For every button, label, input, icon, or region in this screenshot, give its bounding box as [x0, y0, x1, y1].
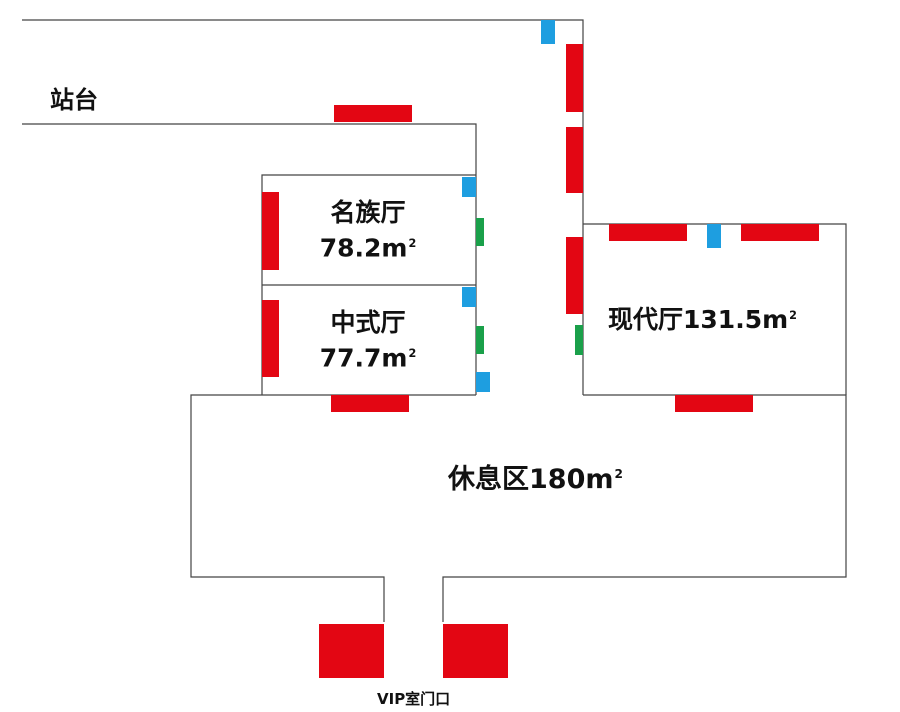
room-xiuxi-area-unit: m: [585, 464, 614, 495]
platform-label: 站台: [50, 86, 98, 114]
room-zhongshi-area-value: 77.7: [319, 343, 382, 373]
room-mingzu-area-unit: m: [381, 233, 408, 263]
door-modern-door-marker-icon: [707, 224, 721, 248]
seat-zhongshi-seat-block-icon: [262, 300, 279, 377]
entrance-label: VIP室门口: [377, 690, 451, 708]
seating-marks: [262, 20, 819, 678]
seat-entrance-left-seat-block-icon: [319, 624, 384, 678]
seat-mingzu-seat-block-icon: [262, 192, 279, 270]
room-zhongshi-area-unit: m: [381, 343, 408, 373]
room-zhongshi-area-sup: 2: [408, 347, 417, 360]
room-xiuxi-name: 休息区: [448, 464, 529, 495]
seat-modern-right-seat-block-icon: [741, 224, 819, 241]
room-mingzu-name: 名族厅: [330, 198, 406, 227]
room-xiuxi-area-sup: 2: [614, 467, 623, 481]
door-zhongshi-bottom-door-marker-icon: [476, 372, 490, 392]
door-platform-door-marker-icon: [541, 20, 555, 44]
room-mingzu-area-sup: 2: [408, 237, 417, 250]
seat-lounge-left-seat-block-icon: [331, 395, 409, 412]
room-xiuxi: 休息区180m2: [448, 457, 623, 496]
room-xiandai-area-sup: 2: [789, 308, 797, 322]
wall-lounge-left: [190, 394, 476, 622]
seat-entrance-right-seat-block-icon: [443, 624, 508, 678]
room-xiandai-area-unit: m: [762, 305, 789, 334]
exit-mingzu-exit-marker-icon: [476, 218, 484, 246]
room-xiandai: 现代厅131.5m2: [608, 300, 797, 336]
door-mingzu-door-marker-icon: [462, 177, 476, 197]
wall-lounge: [442, 394, 847, 622]
exit-corridor-exit-marker-icon: [575, 325, 583, 355]
door-zhongshi-top-door-marker-icon: [462, 287, 476, 307]
room-zhongshi: 中式厅 77.7m2: [288, 308, 448, 374]
room-mingzu: 名族厅 78.2m2: [288, 198, 448, 264]
seat-corridor-2-seat-block-icon: [566, 127, 583, 193]
room-zhongshi-area: 77.7m2: [288, 338, 448, 374]
room-mingzu-area-value: 78.2: [319, 233, 382, 263]
seat-modern-left-seat-block-icon: [609, 224, 687, 241]
seat-corridor-3-seat-block-icon: [566, 237, 583, 314]
seat-corridor-1-seat-block-icon: [566, 44, 583, 112]
room-zhongshi-name: 中式厅: [330, 308, 406, 337]
seat-platform-seat-block-icon: [334, 105, 412, 122]
room-xiandai-area-value: 131.5: [683, 305, 763, 334]
exit-zhongshi-exit-marker-icon: [476, 326, 484, 354]
room-mingzu-area: 78.2m2: [288, 228, 448, 264]
room-xiandai-name: 现代厅: [608, 305, 684, 334]
room-xiuxi-area-value: 180: [529, 464, 586, 495]
seat-lounge-right-seat-block-icon: [675, 395, 753, 412]
